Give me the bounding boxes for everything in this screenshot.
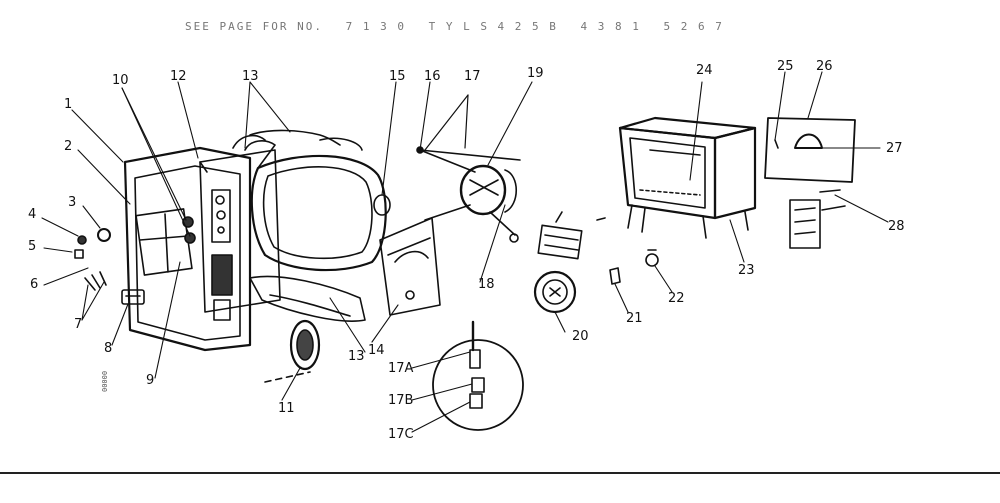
- header-text-1: SEE PAGE FOR NO.: [185, 20, 323, 33]
- bottom-shield: [249, 275, 366, 322]
- leader-lines: [41, 71, 889, 433]
- callout-5: 5: [28, 239, 37, 254]
- callout-23: 23: [738, 263, 755, 278]
- callout-17a: 17A: [388, 361, 414, 376]
- detail-circle: [432, 320, 524, 431]
- callout-17b: 17B: [388, 393, 414, 408]
- bottom-rule: [0, 472, 1000, 474]
- callout-21: 21: [626, 311, 643, 326]
- header-text-5: 5 2 6 7: [663, 20, 724, 33]
- callout-1: 1: [64, 97, 73, 112]
- callout-12: 12: [170, 69, 187, 84]
- small-parts: [74, 228, 145, 305]
- callout-11: 11: [278, 401, 295, 416]
- chassis-panel: [199, 149, 281, 313]
- callout-26: 26: [816, 59, 833, 74]
- callout-13-top: 13: [242, 69, 259, 84]
- header-text-4: 4 3 8 1: [580, 20, 641, 33]
- callout-15: 15: [389, 69, 406, 84]
- callout-28: 28: [888, 219, 905, 234]
- speaker: [264, 319, 321, 383]
- callout-14: 14: [368, 343, 385, 358]
- parts-21-22: [609, 249, 659, 285]
- callout-4: 4: [28, 207, 37, 222]
- callout-20: 20: [572, 329, 589, 344]
- callout-24: 24: [696, 63, 713, 78]
- callout-17c: 17C: [388, 427, 414, 442]
- callout-8: 8: [104, 341, 113, 356]
- cabinet-back-frame: [123, 146, 252, 352]
- side-code: 00000: [101, 370, 109, 392]
- tv-cabinet: [618, 116, 757, 239]
- deflection-yoke: [416, 146, 521, 243]
- callout-27: 27: [886, 141, 903, 156]
- picture-tube: [232, 129, 391, 272]
- header-text-3: T Y L S 4 2 5 B: [428, 20, 558, 33]
- callout-2: 2: [64, 139, 73, 154]
- antenna-assembly: [789, 189, 846, 249]
- callout-22: 22: [668, 291, 685, 306]
- callout-25: 25: [777, 59, 794, 74]
- callout-18: 18: [478, 277, 495, 292]
- callout-13-bottom: 13: [348, 349, 365, 364]
- header-text-2: 7 1 3 0: [345, 20, 406, 33]
- callout-7: 7: [74, 317, 83, 332]
- circuit-board: [537, 211, 606, 260]
- tuner-knob: [533, 270, 577, 314]
- callout-10: 10: [112, 73, 129, 88]
- callout-17: 17: [464, 69, 481, 84]
- back-cover: [764, 117, 856, 183]
- callout-17-lines: [424, 94, 469, 151]
- header-text-strip: SEE PAGE FOR NO. 7 1 3 0 T Y L S 4 2 5 B…: [185, 20, 738, 38]
- bracket-plate: [379, 217, 441, 316]
- callout-19: 19: [527, 66, 544, 81]
- callout-3: 3: [68, 195, 77, 210]
- callout-16: 16: [424, 69, 441, 84]
- callout-6: 6: [30, 277, 39, 292]
- callout-9: 9: [146, 373, 155, 388]
